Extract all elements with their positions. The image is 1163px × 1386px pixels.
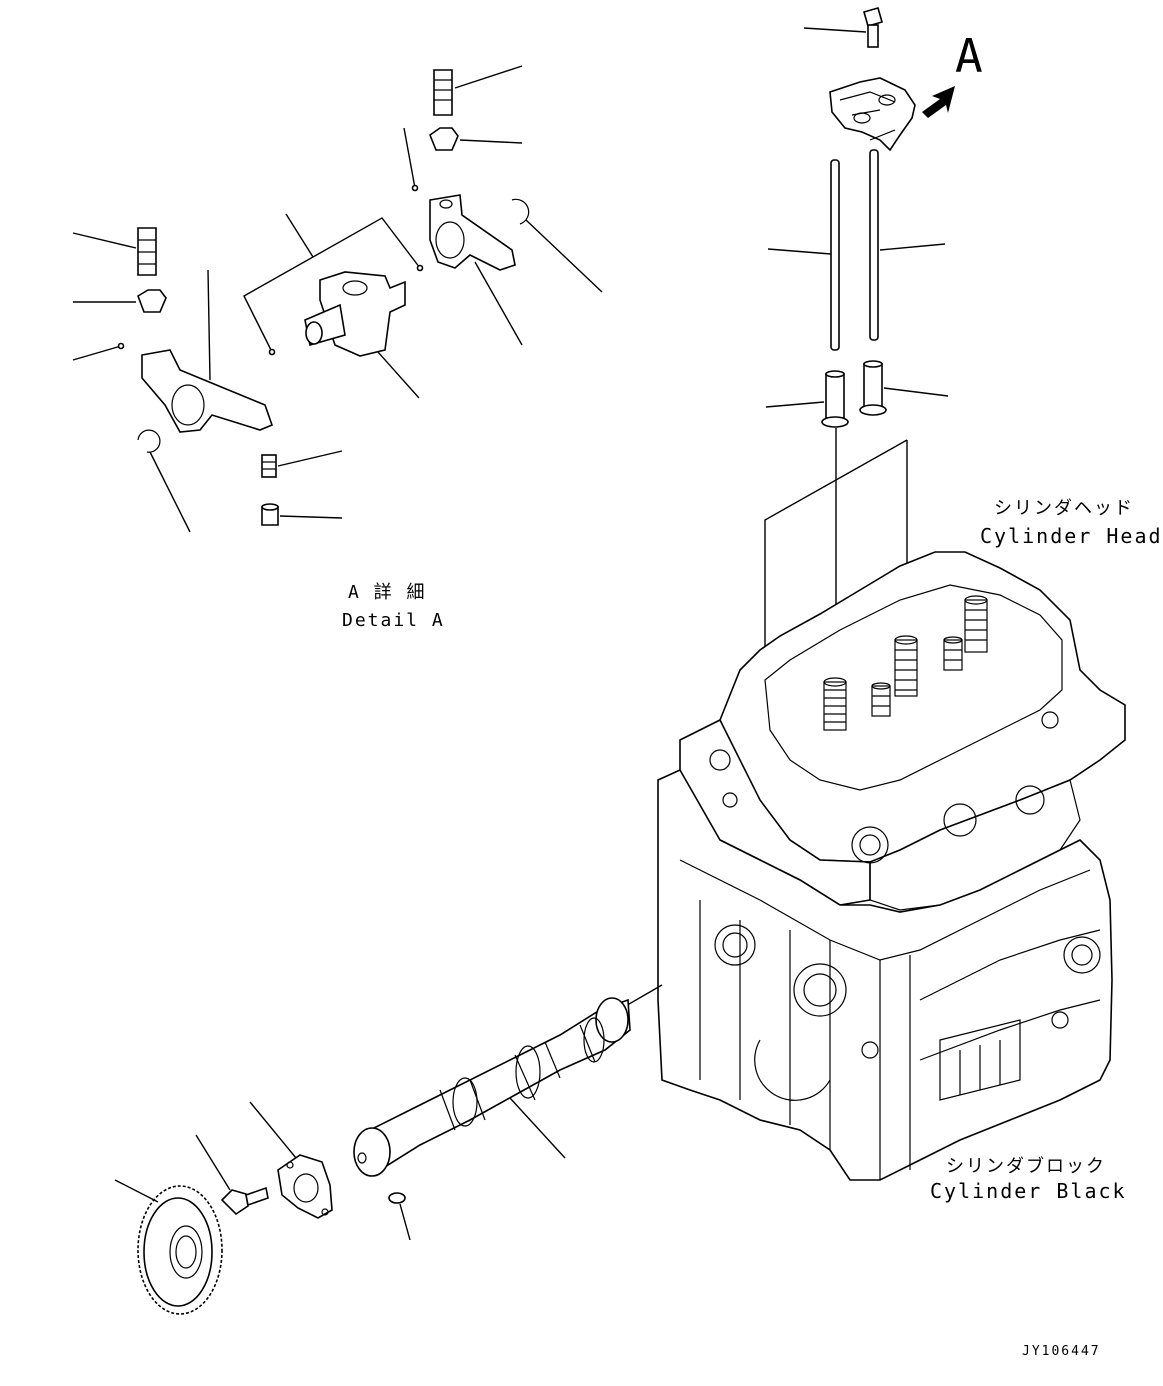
rocker-arm-left xyxy=(72,269,274,433)
view-a-arrow-icon xyxy=(922,86,955,118)
valve-cap xyxy=(261,503,343,526)
shaft-assy-callout xyxy=(243,213,424,356)
rocker-shaft-bracket xyxy=(304,271,420,399)
push-rod-left xyxy=(767,159,840,351)
adjusting-screw-right xyxy=(433,65,523,116)
rocker-assembly xyxy=(829,77,916,152)
valve-springs xyxy=(823,595,988,731)
tappet-right xyxy=(859,360,949,416)
rocker-assembly-top: A xyxy=(764,7,985,735)
cylinder-block-en-label: Cylinder Black xyxy=(930,1179,1127,1203)
cylinder-block-jp-label: シリンダブロック xyxy=(946,1155,1106,1177)
mounting-bolt xyxy=(803,7,883,48)
view-a-marker: A xyxy=(955,29,985,83)
cylinder-head-en-label: Cylinder Head xyxy=(980,524,1163,548)
adjusting-screw-left xyxy=(72,227,157,276)
thrust-plate xyxy=(249,1101,333,1219)
rocker-arm-right xyxy=(403,127,523,346)
detail-a-group: A 詳 細 Detail A xyxy=(72,65,603,631)
camshaft-group xyxy=(114,984,663,1315)
camshaft-bolt xyxy=(195,1134,269,1216)
woodruff-key xyxy=(388,1192,411,1241)
engine-block-illustration: シリンダヘッド Cylinder Head シリンダブロック Cylinder … xyxy=(657,498,1163,1203)
lock-nut-right xyxy=(429,127,523,151)
lock-nut-left xyxy=(73,289,167,313)
detail-a-en-label: Detail A xyxy=(342,610,445,631)
tappet-left xyxy=(765,370,849,428)
push-rod-cap-screw xyxy=(261,450,343,478)
cylinder-head-jp-label: シリンダヘッド xyxy=(994,498,1134,519)
push-rod-right xyxy=(869,149,946,341)
camshaft xyxy=(353,997,631,1177)
snap-ring-right xyxy=(511,198,603,293)
detail-a-jp-label: A 詳 細 xyxy=(348,582,427,603)
drawing-number: JY106447 xyxy=(1022,1344,1101,1359)
camshaft-gear xyxy=(114,1179,223,1315)
snap-ring-left xyxy=(137,429,191,533)
